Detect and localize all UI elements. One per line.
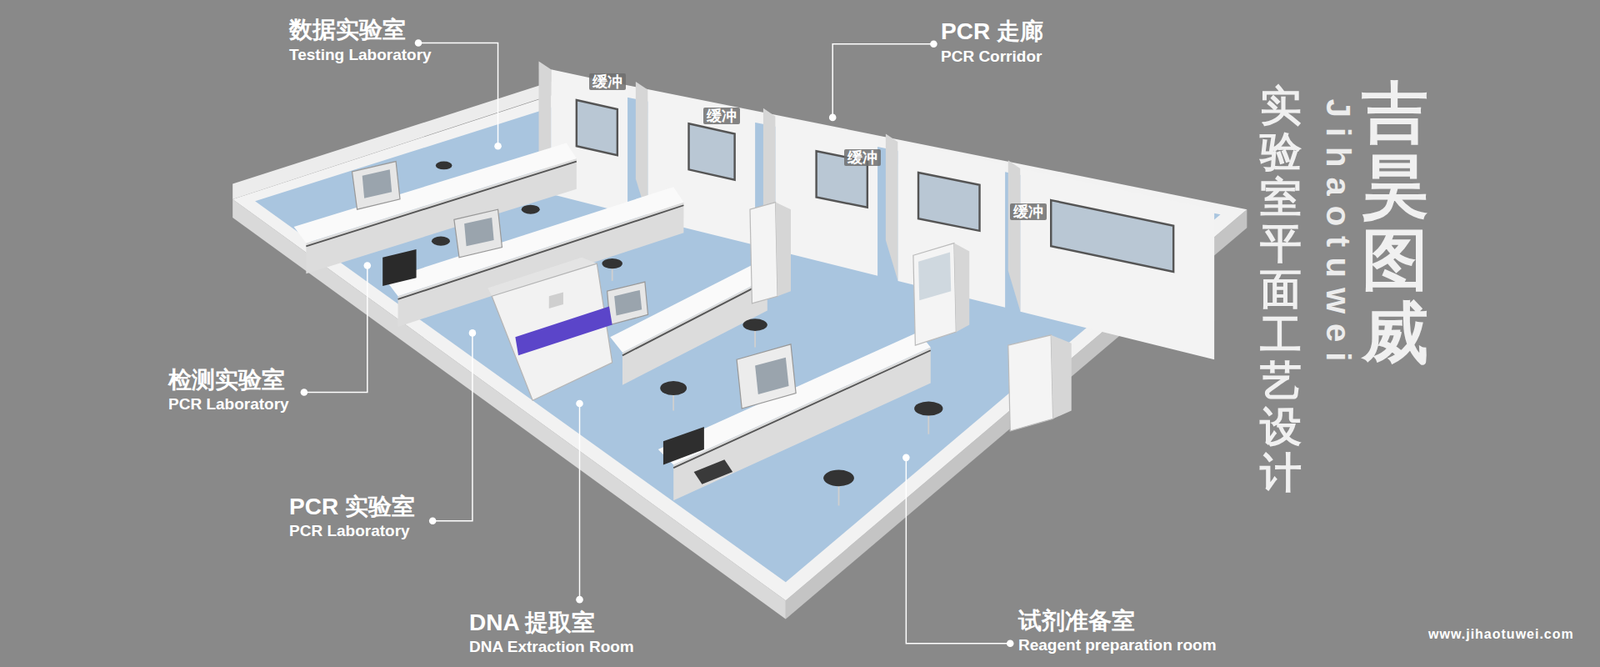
bench-top xyxy=(385,186,685,296)
buffer-label: 缓冲 xyxy=(703,107,740,125)
wall-side xyxy=(1008,160,1021,311)
bench-top xyxy=(294,143,577,244)
wall-panel xyxy=(1020,168,1215,360)
room-callout: PCR 实验室 xyxy=(289,495,415,519)
window xyxy=(918,172,980,231)
leader-dot xyxy=(364,261,372,270)
tall-cabinet xyxy=(913,243,956,346)
room-callout-en: PCR Laboratory xyxy=(168,395,290,412)
sink xyxy=(694,459,734,484)
slab-rim xyxy=(232,80,1247,601)
leader-line xyxy=(905,457,1010,644)
leader-line xyxy=(304,265,368,393)
bench-face xyxy=(673,347,931,501)
leader-lines xyxy=(304,42,1010,643)
fume-hood-panel xyxy=(549,291,564,309)
leader-dot xyxy=(902,454,910,462)
safety-cabinet xyxy=(736,344,796,409)
monitor xyxy=(382,249,416,286)
cabinet-glass xyxy=(614,290,642,316)
tall-cabinet-side xyxy=(954,243,970,333)
room-callout-en: PCR Corridor xyxy=(940,48,1042,65)
leader-dot xyxy=(930,40,938,48)
leader-dot xyxy=(829,114,837,122)
stool xyxy=(521,205,540,215)
lab-benches xyxy=(294,143,931,501)
stool xyxy=(435,161,453,170)
brand-latin: Jihaotuwei xyxy=(1321,99,1355,372)
window xyxy=(576,100,618,155)
safety-cabinet xyxy=(607,281,649,325)
buffer-label: 缓冲 xyxy=(1010,203,1047,220)
room-callout-en: Reagent preparation room xyxy=(1018,636,1217,653)
leader-dot xyxy=(575,595,584,604)
fume-hood xyxy=(491,263,612,400)
room-callout: 数据实验室 xyxy=(289,18,406,42)
leader-dot xyxy=(575,400,584,408)
window xyxy=(689,123,735,180)
tall-cabinet-side xyxy=(775,202,791,297)
buffer-label: 缓冲 xyxy=(589,73,626,90)
leader-line xyxy=(579,403,580,600)
safety-cabinet xyxy=(351,161,400,210)
leader-dot xyxy=(494,142,502,150)
leader-dot xyxy=(415,39,423,47)
room-callout: 试剂准备室 xyxy=(1018,609,1135,633)
stool xyxy=(742,318,767,331)
room-callout: PCR 走廊 xyxy=(940,20,1044,44)
bench-top xyxy=(610,262,768,353)
room-callout-en: PCR Laboratory xyxy=(289,522,410,539)
subtitle: 实验室平面工艺设计 xyxy=(1260,83,1302,496)
bench-top xyxy=(658,331,931,465)
leader-line xyxy=(832,44,934,118)
stools xyxy=(431,161,943,506)
wall-side xyxy=(885,133,899,280)
fume-hood-band xyxy=(515,306,612,356)
leader-line xyxy=(432,332,473,520)
brand-title: 吉昊图威 xyxy=(1361,76,1429,370)
leader-dot xyxy=(1006,640,1015,648)
room-callout-en: DNA Extraction Room xyxy=(469,638,635,655)
safety-cabinet xyxy=(454,209,503,258)
room-callout: DNA 提取室 xyxy=(469,610,595,635)
stool xyxy=(660,380,687,395)
room-callout: 检测实验室 xyxy=(168,368,285,392)
cabinet-glass xyxy=(362,169,393,198)
tall-cabinet-side xyxy=(1050,335,1071,419)
stool xyxy=(823,470,855,487)
website: www.jihaotuwei.com xyxy=(1428,627,1575,641)
tall-cabinet xyxy=(1008,335,1054,431)
room-callout-en: Testing Laboratory xyxy=(289,46,432,63)
window xyxy=(1050,200,1174,272)
bench-edge xyxy=(673,350,931,468)
rack xyxy=(663,426,705,465)
stool xyxy=(431,236,450,246)
equipment xyxy=(351,161,1071,485)
cabinet-glass xyxy=(464,217,495,246)
buffer-label: 缓冲 xyxy=(844,149,881,166)
stool xyxy=(914,400,943,415)
cabinet-glass xyxy=(918,252,951,301)
leader-dots xyxy=(300,39,1015,647)
stool xyxy=(601,258,622,269)
cabinet-glass xyxy=(755,357,789,395)
leader-dot xyxy=(429,517,437,525)
leader-dot xyxy=(300,388,309,396)
tall-cabinet xyxy=(750,202,778,304)
leader-dot xyxy=(469,329,477,337)
